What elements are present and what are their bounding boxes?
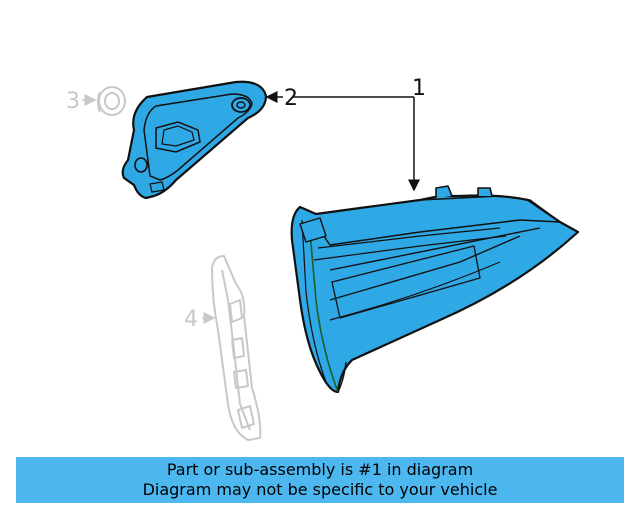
callout-1: 1 — [412, 76, 426, 101]
banner-line-2: Diagram may not be specific to your vehi… — [142, 480, 498, 499]
callout-4: 4 — [184, 307, 198, 332]
info-banner: Part or sub-assembly is #1 in diagram Di… — [16, 457, 624, 503]
trim-part-4 — [211, 255, 262, 441]
callout-3: 3 — [66, 89, 80, 114]
tail-lamp-part-1 — [290, 185, 580, 394]
parts-diagram: 3 2 1 — [66, 76, 580, 441]
grommet-part-3 — [97, 86, 126, 116]
banner-line-1: Part or sub-assembly is #1 in diagram — [166, 460, 474, 479]
callout-2: 2 — [284, 86, 298, 111]
gasket-part-2 — [121, 80, 268, 200]
